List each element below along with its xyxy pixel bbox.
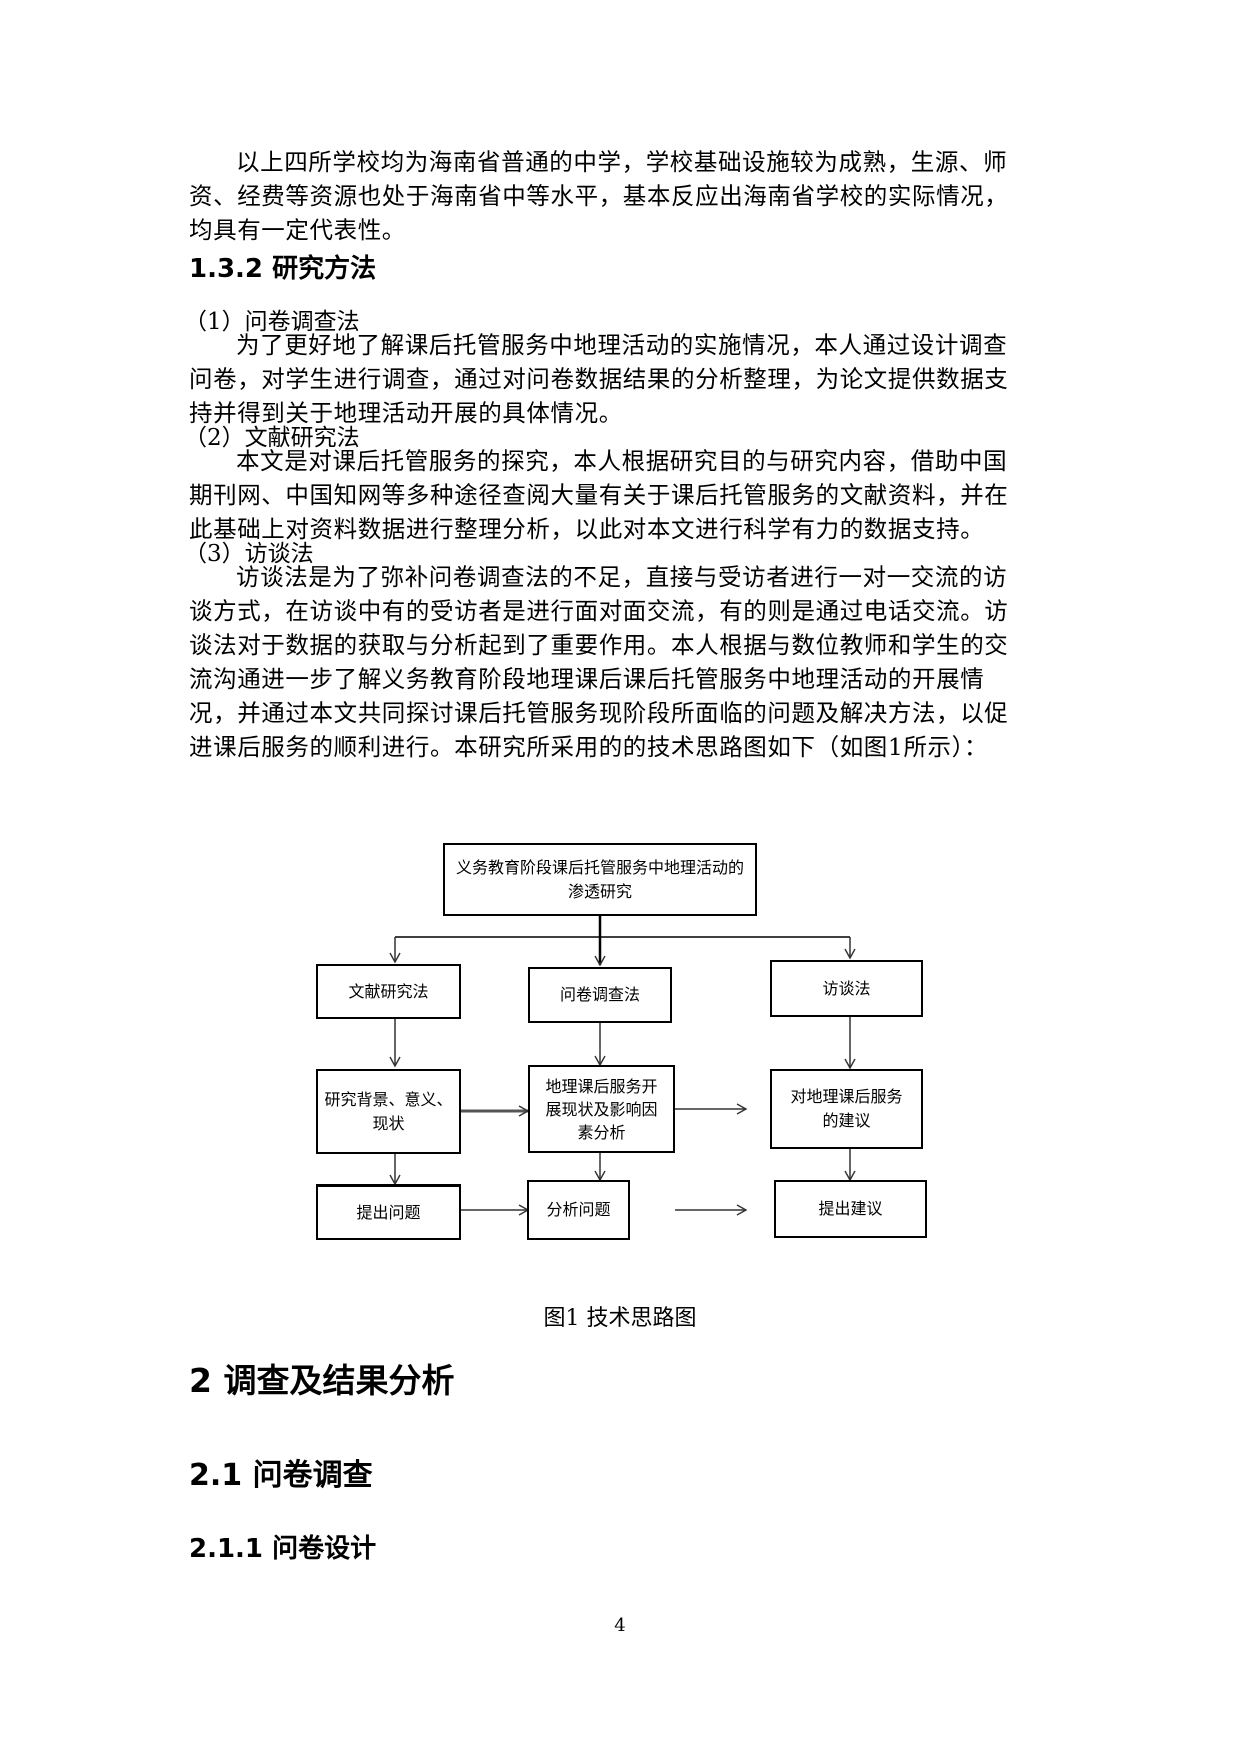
text-line: 以上四所学校均为海南省普通的中学，学校基础设施较为成熟，生源、师 bbox=[236, 148, 1008, 176]
text-line: 进课后服务的顺利进行。本研究所采用的的技术思路图如下（如图1所示）： bbox=[189, 733, 989, 761]
text-line: 此基础上对资料数据进行整理分析，以此对本文进行科学有力的数据支持。 bbox=[189, 515, 985, 543]
diagram-box-questionnaire-method: 问卷调查法 bbox=[528, 967, 672, 1023]
diagram-box-analyze-problem: 分析问题 bbox=[527, 1180, 630, 1240]
diagram-box-label: 分析问题 bbox=[546, 1200, 611, 1219]
section-heading-2-1-1: 2.1.1 问卷设计 bbox=[189, 1534, 377, 1564]
section-heading-1-3-2: 1.3.2 研究方法 bbox=[189, 254, 377, 284]
text-line: 流沟通进一步了解义务教育阶段地理课后课后托管服务中地理活动的开展情 bbox=[189, 665, 985, 693]
intro-paragraph: 以上四所学校均为海南省普通的中学，学校基础设施较为成熟，生源、师 资、经费等资源… bbox=[189, 145, 1055, 247]
diagram-box-raise-problem: 提出问题 bbox=[316, 1184, 461, 1240]
diagram-box-label: 问卷调查法 bbox=[559, 985, 640, 1004]
method-label-questionnaire: （1）问卷调查法 bbox=[184, 309, 360, 335]
figure-caption: 图1 技术思路图 bbox=[543, 1306, 697, 1331]
diagram-box-label: 现状 bbox=[372, 1113, 405, 1133]
diagram-box-suggestions: 对地理课后服务 的建议 bbox=[770, 1069, 923, 1149]
method-paragraph-questionnaire: 为了更好地了解课后托管服务中地理活动的实施情况，本人通过设计调查 问卷，对学生进… bbox=[189, 328, 1055, 430]
method-paragraph-interview: 访谈法是为了弥补问卷调查法的不足，直接与受访者进行一对一交流的访 谈方式，在访谈… bbox=[189, 560, 1055, 764]
diagram-root-line2: 渗透研究 bbox=[567, 881, 632, 901]
diagram-box-propose-suggestions: 提出建议 bbox=[774, 1180, 927, 1238]
text-line: 本文是对课后托管服务的探究，本人根据研究目的与研究内容，借助中国 bbox=[236, 447, 1008, 475]
text-line: 为了更好地了解课后托管服务中地理活动的实施情况，本人通过设计调查 bbox=[236, 331, 1008, 359]
text-line: 谈方式，在访谈中有的受访者是进行面对面交流，有的则是通过电话交流。访 bbox=[189, 597, 1009, 625]
page-number: 4 bbox=[614, 1615, 626, 1636]
text-line: 况，并通过本文共同探讨课后托管服务现阶段所面临的问题及解决方法，以促 bbox=[189, 699, 1009, 727]
text-line: 问卷，对学生进行调查，通过对问卷数据结果的分析整理，为论文提供数据支 bbox=[189, 365, 1009, 393]
method-label-interview: （3）访谈法 bbox=[184, 541, 314, 567]
diagram-box-label: 访谈法 bbox=[822, 978, 871, 998]
diagram-box-label: 提出建议 bbox=[818, 1199, 883, 1218]
text-line: 期刊网、中国知网等多种途径查阅大量有关于课后托管服务的文献资料，并在 bbox=[189, 481, 1009, 509]
method-label-literature: （2）文献研究法 bbox=[184, 425, 360, 451]
diagram-box-label: 地理课后服务开 bbox=[545, 1076, 658, 1096]
diagram-box-label: 素分析 bbox=[577, 1122, 626, 1142]
diagram-box-interview-method: 访谈法 bbox=[770, 960, 923, 1017]
diagram-box-label: 的建议 bbox=[822, 1111, 871, 1130]
diagram-box-label: 展现状及影响因 bbox=[545, 1099, 658, 1119]
text-line: 资、经费等资源也处于海南省中等水平，基本反应出海南省学校的实际情况， bbox=[189, 182, 1009, 210]
diagram-box-label: 研究背景、意义、 bbox=[324, 1089, 453, 1109]
text-line: 谈法对于数据的获取与分析起到了重要作用。本人根据与数位教师和学生的交 bbox=[189, 631, 1009, 659]
text-line: 访谈法是为了弥补问卷调查法的不足，直接与受访者进行一对一交流的访 bbox=[236, 563, 1008, 591]
diagram-root-box: 义务教育阶段课后托管服务中地理活动的 渗透研究 bbox=[443, 843, 757, 916]
diagram-root-line1: 义务教育阶段课后托管服务中地理活动的 bbox=[455, 857, 744, 877]
text-line: 均具有一定代表性。 bbox=[189, 216, 406, 244]
text-line: 持并得到关于地理活动开展的具体情况。 bbox=[189, 399, 623, 427]
diagram-box-status-analysis: 地理课后服务开 展现状及影响因 素分析 bbox=[528, 1065, 675, 1153]
diagram-box-label: 提出问题 bbox=[356, 1202, 421, 1222]
diagram-box-literature-method: 文献研究法 bbox=[316, 964, 461, 1019]
diagram-box-label: 对地理课后服务 bbox=[790, 1087, 903, 1106]
diagram-box-research-background: 研究背景、意义、 现状 bbox=[316, 1069, 461, 1154]
section-heading-2-1: 2.1 问卷调查 bbox=[189, 1458, 373, 1493]
chapter-heading-2: 2 调查及结果分析 bbox=[189, 1361, 455, 1400]
method-paragraph-literature: 本文是对课后托管服务的探究，本人根据研究目的与研究内容，借助中国 期刊网、中国知… bbox=[189, 444, 1055, 546]
diagram-box-label: 文献研究法 bbox=[348, 981, 429, 1001]
